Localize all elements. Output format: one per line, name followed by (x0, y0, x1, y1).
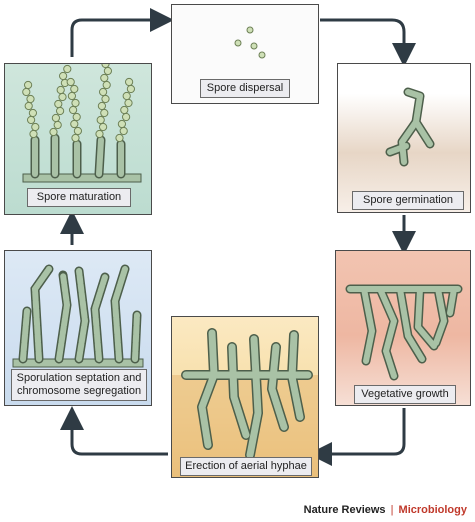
spore (66, 77, 75, 87)
spore (101, 94, 110, 104)
vegetative-growth-label: Vegetative growth (354, 385, 456, 404)
spore-maturation-panel: Spore maturation (4, 63, 152, 215)
spore (115, 133, 124, 143)
sporulation-label-line1: Sporulation septation and (16, 372, 142, 384)
journal-name: Nature Reviews (303, 504, 386, 516)
spore (71, 98, 80, 108)
spore (73, 126, 83, 136)
sporulation-panel: Sporulation septation and chromosome seg… (4, 250, 152, 406)
arrow-maturation-to-dispersal (70, 8, 174, 57)
sporulation-illustration (12, 264, 144, 368)
spore (22, 87, 31, 97)
spore-dispersal-label: Spore dispersal (200, 79, 290, 98)
vegetative-growth-panel: Vegetative growth (335, 250, 471, 406)
spore (67, 91, 77, 101)
spore (29, 129, 38, 139)
spore (24, 80, 33, 90)
spore (31, 122, 40, 132)
spore (70, 119, 79, 129)
spore (53, 120, 62, 130)
spore (120, 105, 129, 115)
spore (97, 101, 107, 111)
spore-germination-panel: Spore germination (337, 63, 471, 213)
spores-illustration (234, 26, 266, 59)
sporulation-label: Sporulation septation and chromosome seg… (11, 369, 147, 401)
arrow-dispersal-to-germination (320, 18, 416, 67)
spore (51, 113, 61, 123)
sporulation-label-line2: chromosome segregation (16, 385, 142, 397)
spore (54, 99, 63, 109)
spore (27, 115, 36, 125)
spore (122, 91, 131, 101)
spore (100, 108, 109, 118)
aerial-hyphae-label: Erection of aerial hyphae (180, 457, 312, 476)
journal-section: Microbiology (398, 504, 467, 516)
spore (71, 133, 80, 143)
spore (26, 94, 35, 104)
spore (63, 64, 72, 74)
vegetative-mycelium-illustration (345, 284, 463, 381)
spore-maturation-label: Spore maturation (27, 188, 131, 207)
spore (122, 112, 131, 122)
spore (56, 106, 65, 116)
spore (117, 119, 127, 129)
spore (69, 105, 78, 115)
credit-separator: | (390, 504, 394, 516)
spore (59, 71, 68, 81)
aerial-hyphae-illustration (172, 328, 318, 477)
germinating-spore-illustration (385, 87, 435, 167)
spore-germination-label: Spore germination (352, 191, 464, 210)
spore (99, 122, 108, 132)
spore (70, 84, 79, 94)
spore (103, 66, 113, 76)
spore-chains-illustration (22, 64, 142, 183)
arrow-vegetative-to-aerial (308, 408, 406, 466)
spore (49, 127, 58, 137)
spore (100, 73, 109, 83)
spore (96, 115, 105, 125)
spore (126, 84, 136, 94)
spore (95, 129, 104, 139)
spore (56, 85, 65, 95)
spore (101, 64, 110, 69)
spore (125, 77, 134, 87)
aerial-hyphae-panel: Erection of aerial hyphae (171, 316, 319, 478)
spore (24, 101, 33, 111)
arrow-aerial-to-sporulation (60, 406, 168, 456)
journal-credit: Nature Reviews | Microbiology (304, 504, 467, 516)
spore (28, 108, 37, 118)
spore (124, 98, 133, 108)
spore-dispersal-panel: Spore dispersal (171, 4, 319, 104)
spore (99, 87, 108, 97)
spore (119, 126, 128, 136)
spore (58, 92, 67, 102)
spore (102, 80, 111, 90)
spore (72, 112, 81, 122)
